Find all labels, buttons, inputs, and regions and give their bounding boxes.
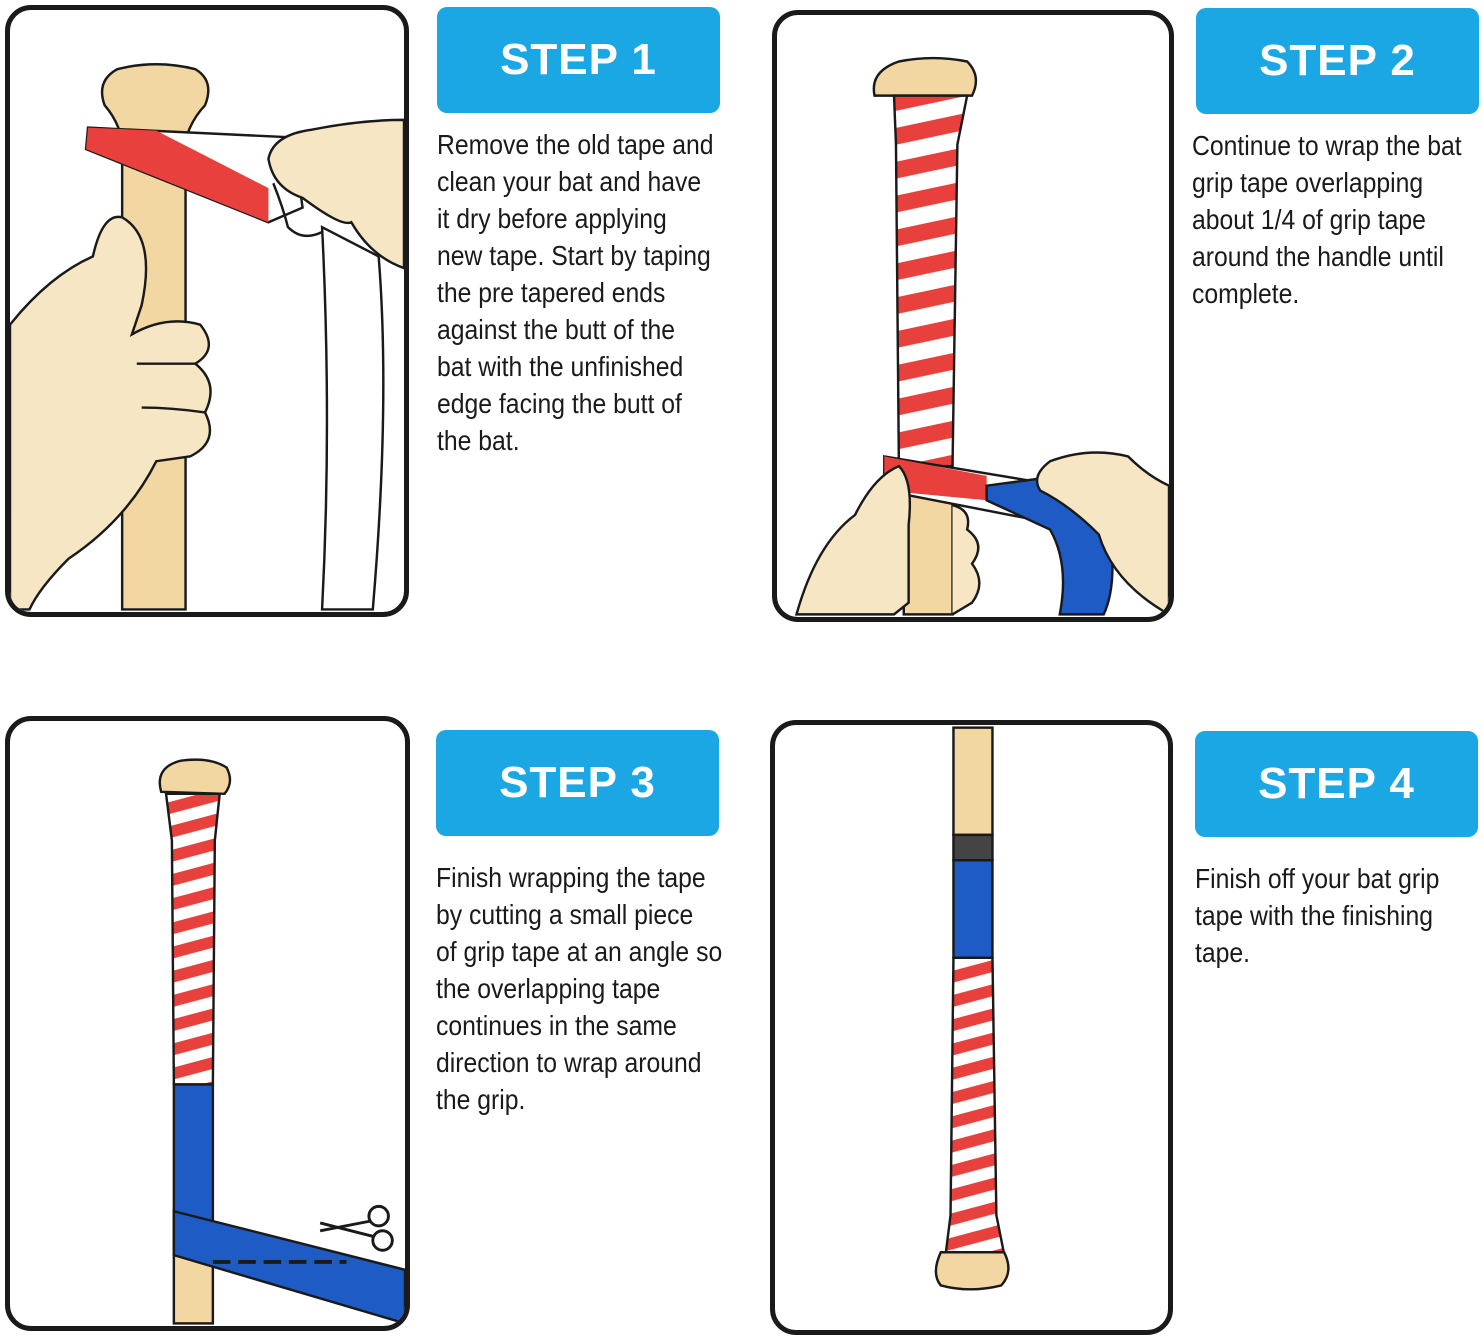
hands-removing-tape-illustration: [10, 63, 404, 611]
step-1-line: it dry before applying: [437, 203, 667, 234]
step-1-line: Remove the old tape and: [437, 129, 714, 160]
step-4-illustration: [770, 720, 1173, 1335]
step-2-line: about 1/4 of grip tape: [1192, 204, 1426, 235]
step-4-line: tape with the finishing: [1195, 900, 1434, 931]
step-3-description: Finish wrapping the tape by cutting a sm…: [436, 859, 722, 1118]
step-3-line: of grip tape at an angle so: [436, 936, 723, 967]
step-1-description: Remove the old tape and clean your bat a…: [437, 126, 714, 459]
step-1-line: the bat.: [437, 425, 520, 456]
step-2-line: Continue to wrap the bat: [1192, 130, 1462, 161]
step-1-line: bat with the unfinished: [437, 351, 684, 382]
step-2-badge: STEP 2: [1196, 8, 1479, 114]
step-1-badge: STEP 1: [437, 7, 720, 113]
step-3-line: the grip.: [436, 1084, 526, 1115]
step-4-line: tape.: [1195, 937, 1251, 968]
step-1-line: clean your bat and have: [437, 166, 702, 197]
step-4-description: Finish off your bat grip tape with the f…: [1195, 860, 1439, 971]
scissors-icon: [319, 1204, 394, 1252]
step-2-description: Continue to wrap the bat grip tape overl…: [1192, 127, 1462, 312]
step-3-line: by cutting a small piece: [436, 899, 694, 930]
step-3-line: the overlapping tape: [436, 973, 661, 1004]
step-1-line: the pre tapered ends: [437, 277, 666, 308]
step-2-line: around the handle until: [1192, 241, 1444, 272]
step-3-badge: STEP 3: [436, 730, 719, 836]
cutting-tape-illustration: [158, 758, 405, 1325]
step-1-line: against the butt of the: [437, 314, 676, 345]
step-3-illustration: [5, 716, 410, 1331]
hands-wrapping-tape-illustration: [794, 56, 1169, 616]
step-4-line: Finish off your bat grip: [1195, 863, 1440, 894]
step-1-illustration: [5, 5, 409, 617]
step-2-illustration: [772, 10, 1174, 622]
step-3-line: Finish wrapping the tape: [436, 862, 706, 893]
step-2-line: grip tape overlapping: [1192, 167, 1424, 198]
step-2-line: complete.: [1192, 278, 1300, 309]
step-1-line: edge facing the butt of: [437, 388, 682, 419]
step-4-badge: STEP 4: [1195, 731, 1478, 837]
finished-bat-illustration: [934, 726, 1010, 1291]
step-3-line: direction to wrap around: [436, 1047, 702, 1078]
step-1-line: new tape. Start by taping: [437, 240, 711, 271]
step-3-line: continues in the same: [436, 1010, 677, 1041]
